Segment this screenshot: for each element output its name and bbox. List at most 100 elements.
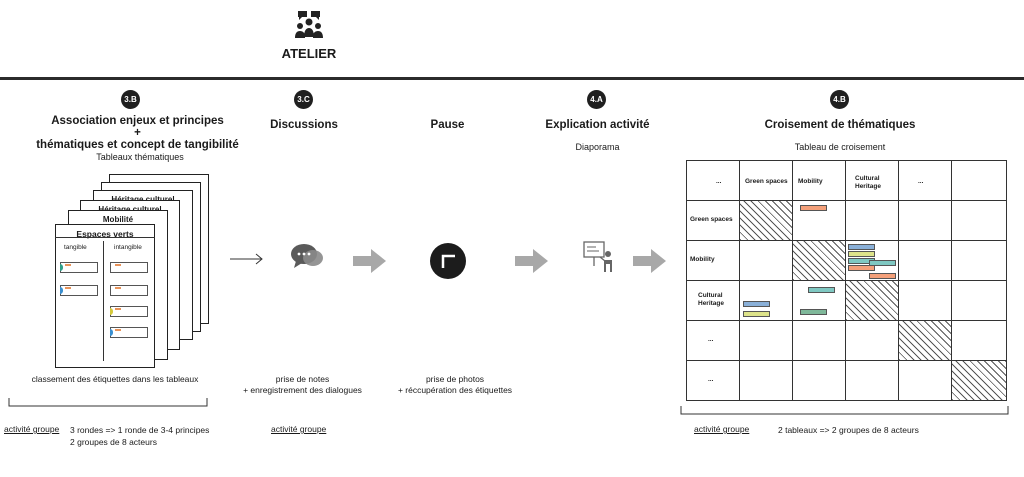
matrix-cell xyxy=(898,320,952,361)
label-sticker xyxy=(848,265,875,271)
step-title: Explication activité xyxy=(545,119,650,131)
matrix-cell xyxy=(951,360,1007,401)
matrix-cell xyxy=(739,320,793,361)
note-line: + réccupération des étiquettes xyxy=(397,385,513,395)
card-column-divider xyxy=(103,241,104,361)
label-tag xyxy=(60,285,98,296)
title-line: Association enjeux et principes xyxy=(51,115,224,127)
matrix-row-header: ... xyxy=(708,376,714,383)
matrix-row-header: Mobility xyxy=(690,256,715,263)
matrix-cell xyxy=(739,200,793,241)
matrix-cell xyxy=(845,280,899,321)
activity-label: activité groupe xyxy=(271,424,327,434)
matrix-row-header: Green spaces xyxy=(690,216,733,223)
step-subtitle: Tableaux thématiques xyxy=(96,152,184,162)
step-title: Pause xyxy=(430,119,465,131)
label-sticker xyxy=(848,251,875,257)
label-tag xyxy=(110,306,148,317)
activity-label: activité groupe xyxy=(694,424,750,434)
label-sticker xyxy=(869,260,896,266)
activity-text: 3 rondes => 1 ronde de 3-4 principes 2 g… xyxy=(70,424,209,448)
header-divider xyxy=(0,77,1024,80)
label-sticker xyxy=(800,205,827,211)
matrix-cell xyxy=(792,240,846,281)
presentation-icon xyxy=(583,241,612,272)
step-badge: 4.A xyxy=(587,90,606,109)
step-subtitle: Tableau de croisement xyxy=(794,142,886,152)
matrix-cell xyxy=(686,360,740,401)
matrix-cell xyxy=(792,320,846,361)
matrix-cell xyxy=(951,160,1007,201)
column-label: intangible xyxy=(114,244,142,251)
activity-text: 2 tableaux => 2 groupes de 8 acteurs xyxy=(778,425,919,435)
pause-note: prise de photos + réccupération des étiq… xyxy=(380,374,530,396)
step-badge: 3.C xyxy=(294,90,313,109)
label-sticker xyxy=(808,287,835,293)
note-line: + enregistrement des dialogues xyxy=(243,385,362,395)
board-card-title: Mobilité xyxy=(102,215,134,224)
boards-caption: classement des étiquettes dans les table… xyxy=(31,374,199,384)
step-badge: 4.B xyxy=(830,90,849,109)
label-tag xyxy=(110,262,148,273)
label-sticker xyxy=(869,273,896,279)
step-badge: 3.B xyxy=(121,90,140,109)
activity-text-line: 3 rondes => 1 ronde de 3-4 principes xyxy=(70,425,210,435)
matrix-col-header: Cultural Heritage xyxy=(855,175,882,190)
chat-bubbles-icon xyxy=(291,244,323,268)
arrow-right-icon xyxy=(515,249,548,273)
matrix-cell xyxy=(951,200,1007,241)
board-card-title: Espaces verts xyxy=(76,229,134,239)
header-title: ATELIER xyxy=(281,46,337,61)
step-title: Association enjeux et principes + thémat… xyxy=(20,115,255,151)
label-sticker xyxy=(800,309,827,315)
matrix-cell xyxy=(898,360,952,401)
title-line: thématiques et concept de tangibilité xyxy=(36,139,239,151)
bracket-line xyxy=(680,406,1009,415)
board-card-title: Héritage culturel xyxy=(81,205,179,214)
label-sticker xyxy=(743,311,770,317)
card-header-line xyxy=(55,237,155,238)
matrix-col-header: Mobility xyxy=(798,178,823,185)
camera-icon xyxy=(430,243,466,279)
matrix-cell xyxy=(898,280,952,321)
matrix-cell xyxy=(845,200,899,241)
step-title: Discussions xyxy=(270,119,338,131)
activity-label: activité groupe xyxy=(4,424,60,434)
matrix-cell xyxy=(686,200,740,241)
bracket-line xyxy=(8,398,208,407)
arrow-right-icon xyxy=(353,249,386,273)
title-line: + xyxy=(134,127,141,139)
matrix-cell xyxy=(951,240,1007,281)
matrix-col-header: ... xyxy=(918,178,924,185)
matrix-cell xyxy=(686,280,740,321)
label-tag xyxy=(110,327,148,338)
matrix-cell xyxy=(739,240,793,281)
board-card-title: Héritage culturel xyxy=(94,195,192,204)
step-title: Croisement de thématiques xyxy=(764,119,916,131)
matrix-cell xyxy=(686,240,740,281)
label-sticker xyxy=(743,301,770,307)
matrix-col-header: ... xyxy=(716,178,722,185)
matrix-row-header: Cultural Heritage xyxy=(698,292,725,307)
matrix-col-header: Green spaces xyxy=(745,178,788,185)
matrix-cell xyxy=(686,320,740,361)
label-tag xyxy=(110,285,148,296)
matrix-row-header: ... xyxy=(708,336,714,343)
column-label: tangible xyxy=(64,244,87,251)
discussion-note: prise de notes + enregistrement des dial… xyxy=(225,374,380,396)
board-card-front: Espaces verts xyxy=(55,224,155,368)
group-meeting-icon xyxy=(295,11,323,38)
thin-arrow-icon xyxy=(230,253,263,265)
matrix-cell xyxy=(845,360,899,401)
label-tag xyxy=(60,262,98,273)
step-subtitle: Diaporama xyxy=(575,142,620,152)
matrix-cell xyxy=(792,360,846,401)
matrix-cell xyxy=(898,240,952,281)
matrix-cell xyxy=(951,280,1007,321)
matrix-cell xyxy=(845,320,899,361)
label-sticker xyxy=(848,244,875,250)
matrix-cell xyxy=(739,360,793,401)
note-line: prise de notes xyxy=(275,374,330,384)
note-line: prise de photos xyxy=(425,374,485,384)
